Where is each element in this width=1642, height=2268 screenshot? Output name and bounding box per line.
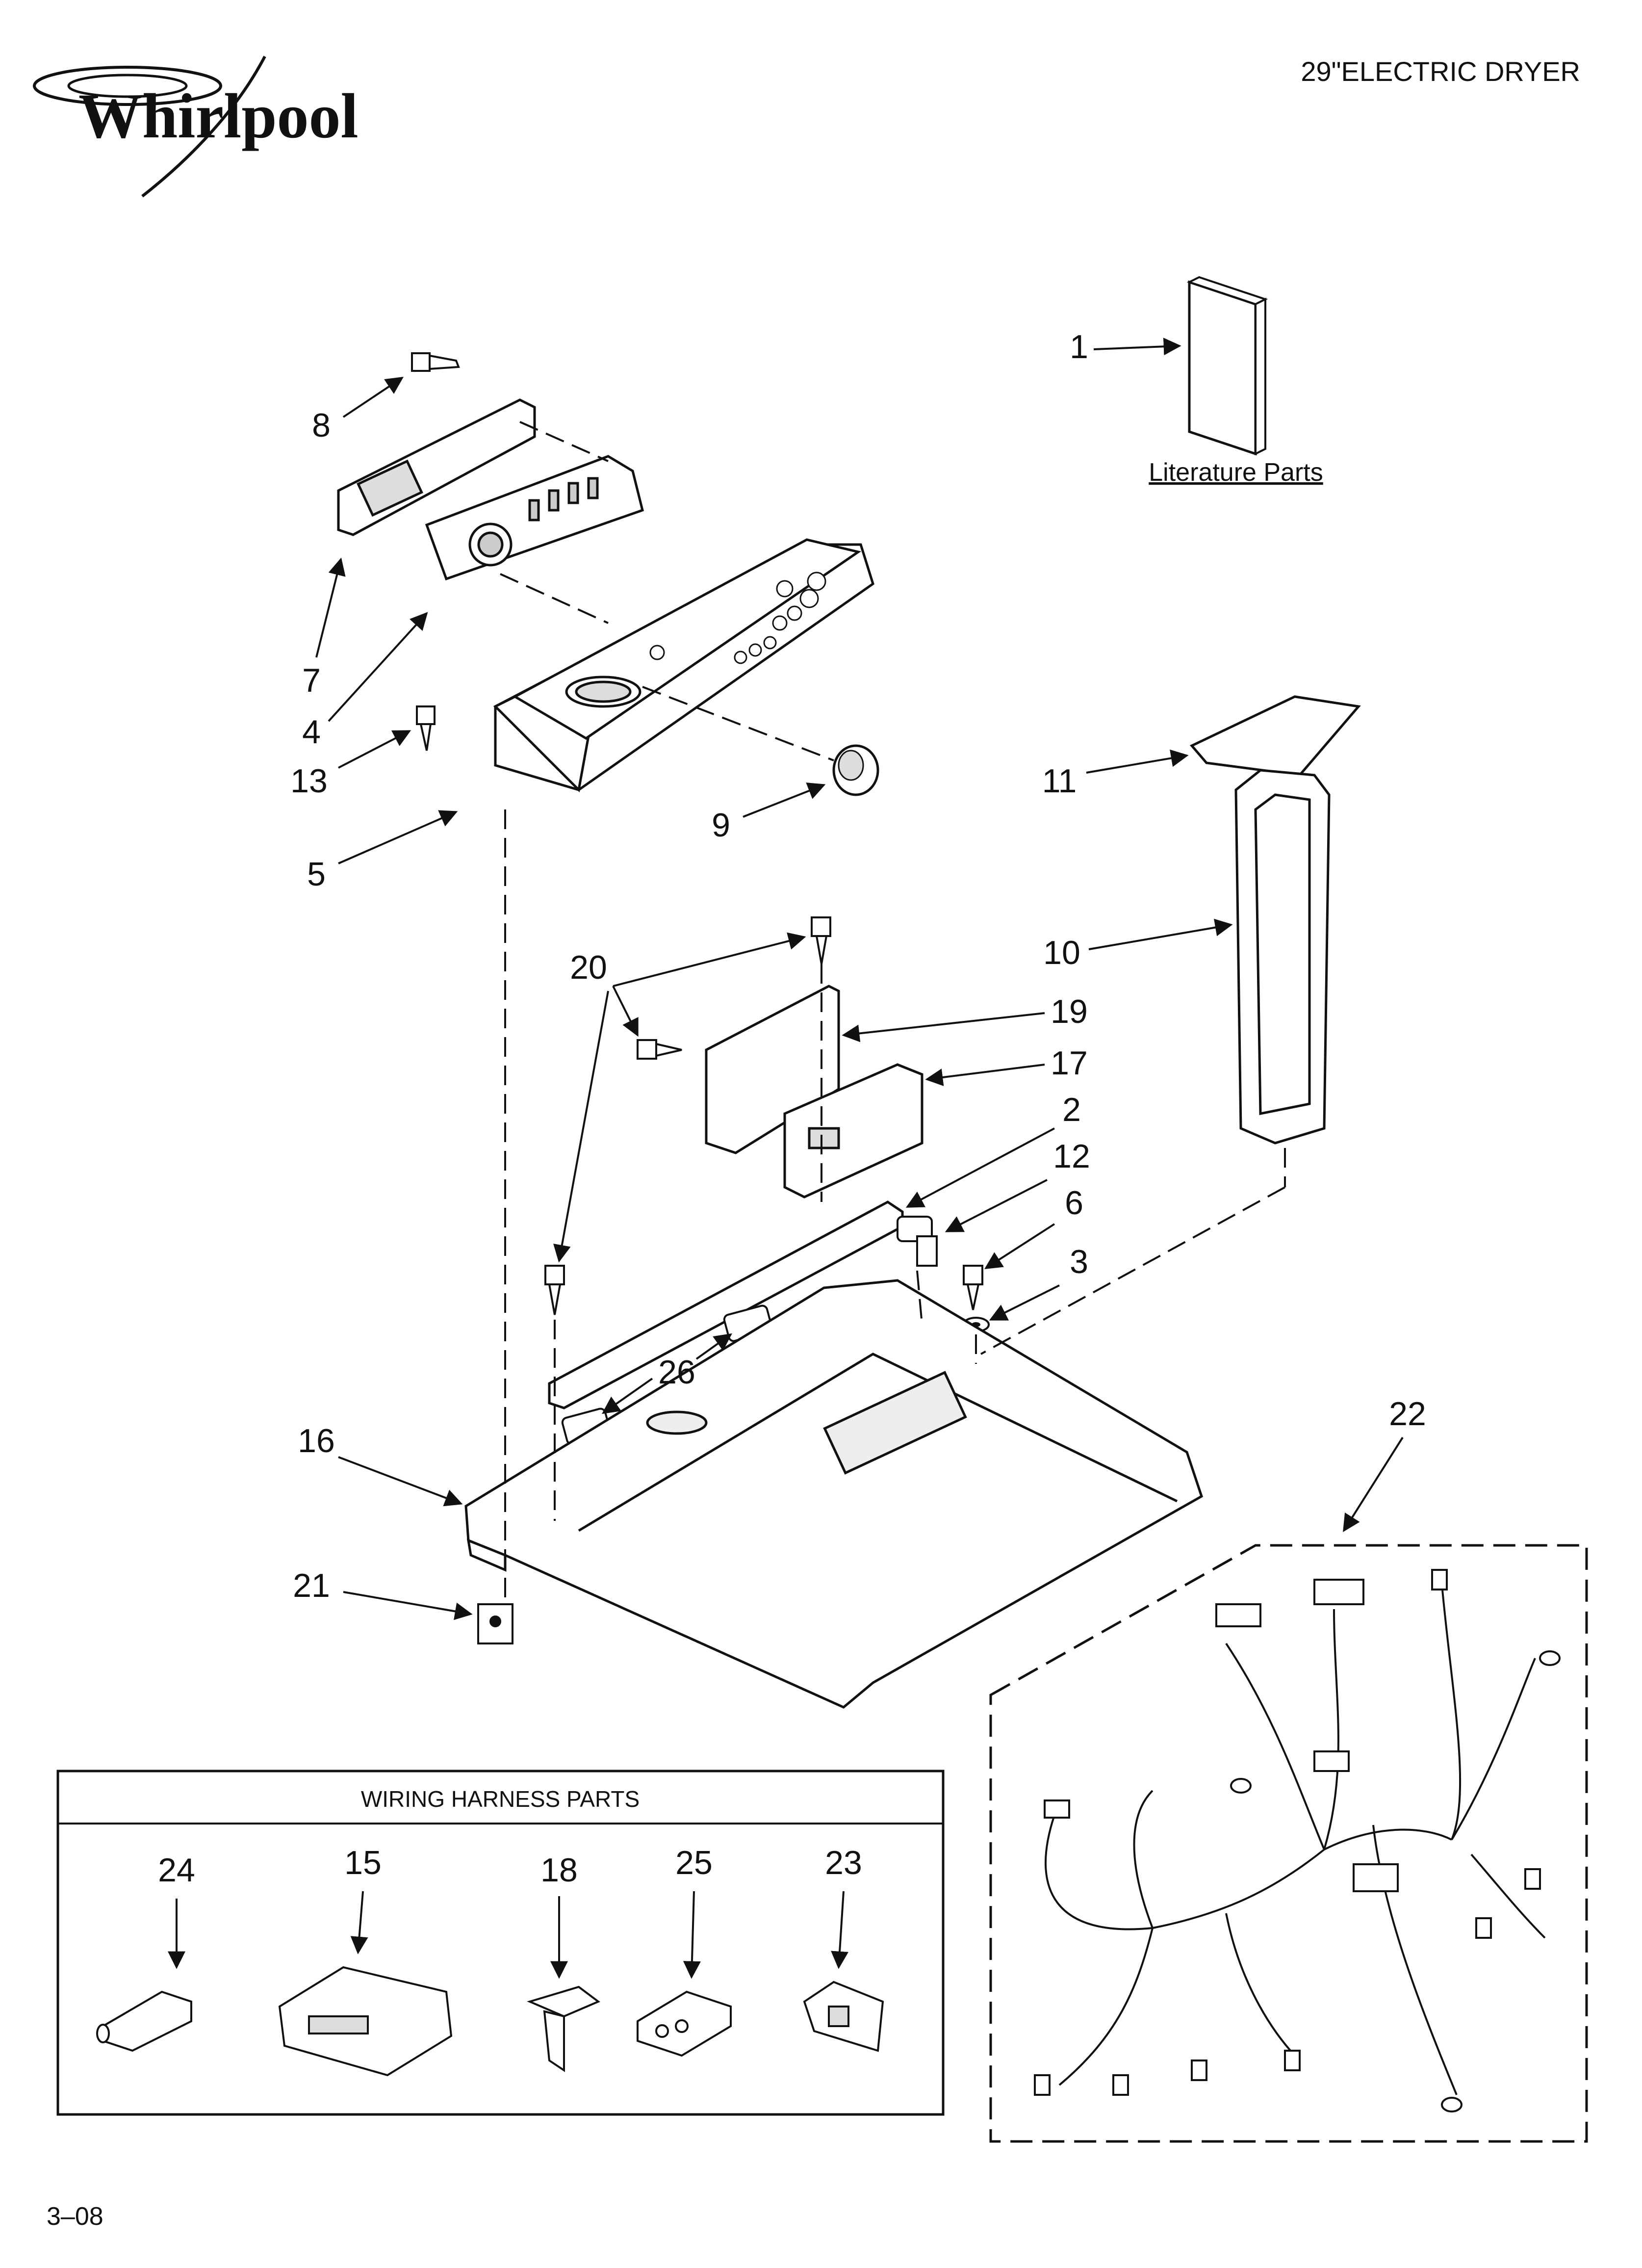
footer-code: 3–08 (47, 2202, 103, 2231)
callout-11: 11 (1042, 762, 1077, 800)
callout-26: 26 (658, 1354, 695, 1391)
part-23-connector (803, 1981, 884, 2052)
callout-15: 15 (344, 1844, 382, 1881)
part-5-console (493, 538, 874, 793)
wiring-harness-parts-box: WIRING HARNESS PARTS 24 15 18 25 23 (56, 1770, 945, 2116)
callout-8: 8 (312, 407, 331, 444)
part-10-lint-screen (1234, 769, 1331, 1145)
part-4-control-board (425, 455, 644, 581)
callout-20: 20 (570, 949, 607, 986)
callout-6: 6 (1065, 1184, 1083, 1222)
wiring-box-title: WIRING HARNESS PARTS (361, 1786, 640, 1812)
part-24-terminal (96, 1990, 192, 2052)
callout-9: 9 (712, 807, 730, 844)
callout-5: 5 (307, 856, 326, 893)
callout-25: 25 (675, 1844, 713, 1881)
product-title: 29"ELECTRIC DRYER (1301, 56, 1580, 87)
callout-23: 23 (825, 1844, 862, 1881)
literature-parts-label: Literature Parts (1149, 458, 1323, 487)
callout-1: 1 (1070, 328, 1088, 365)
part-15-connector-housing (278, 1966, 453, 2077)
part-16-top-panel (464, 1279, 1204, 1709)
part-9-knob (832, 744, 879, 796)
part-17-module (783, 1063, 924, 1199)
part-1-literature-booklet (1186, 276, 1268, 456)
callout-12: 12 (1053, 1138, 1090, 1175)
part-7-mounting-bracket (337, 398, 536, 536)
callout-16: 16 (298, 1422, 335, 1460)
callout-22: 22 (1389, 1395, 1426, 1433)
part-21-hinge (477, 1603, 513, 1644)
callout-24: 24 (158, 1851, 195, 1889)
part-13-screw (416, 705, 436, 751)
callout-7: 7 (302, 662, 321, 699)
part-12-clip (897, 1216, 938, 1267)
callout-18: 18 (540, 1851, 578, 1889)
part-22-wiring-harness (989, 1544, 1588, 2143)
part-18-clip (527, 1985, 600, 2072)
part-8-screw (411, 352, 460, 372)
callout-4: 4 (302, 713, 321, 751)
part-6-screw (963, 1265, 983, 1310)
brand-wordmark: Whirlpool (78, 81, 359, 152)
part-20-screw-left (637, 1039, 682, 1060)
part-20-screw-lower (544, 1265, 565, 1315)
callout-labels: 1 8 7 4 13 5 9 11 10 20 19 17 2 12 6 3 (290, 328, 1426, 1620)
part-11-lint-cover (1189, 695, 1361, 777)
part-25-connector (637, 1990, 732, 2057)
assembly-dash-lines (500, 421, 1286, 1599)
callout-3: 3 (1070, 1243, 1088, 1280)
console-buttons (649, 572, 826, 664)
callout-21: 21 (293, 1567, 330, 1604)
whirlpool-logo: Whirlpool (33, 55, 359, 198)
callout-17: 17 (1051, 1044, 1088, 1082)
callout-10: 10 (1043, 934, 1080, 971)
part-20-screw-upper (811, 916, 831, 965)
callout-2: 2 (1062, 1091, 1081, 1128)
callout-13: 13 (290, 762, 328, 800)
callout-19: 19 (1051, 993, 1088, 1030)
